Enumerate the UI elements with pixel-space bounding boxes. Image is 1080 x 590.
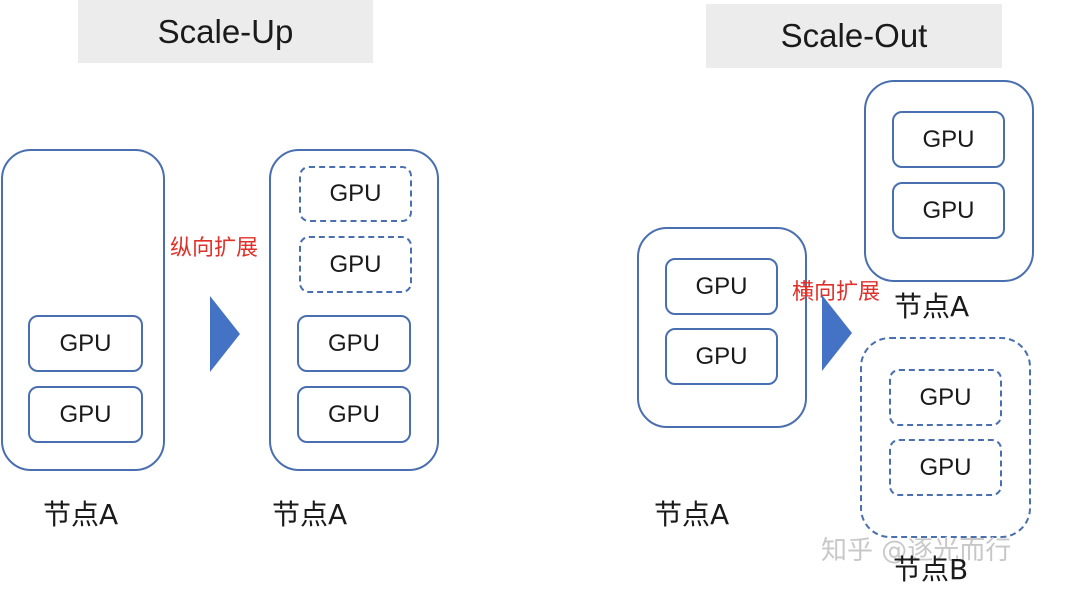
gpu-box-added: GPU: [889, 369, 1002, 426]
gpu-box: GPU: [892, 182, 1005, 239]
node-a-label: 节点A: [654, 498, 730, 531]
gpu-box: GPU: [665, 328, 778, 385]
node-a-label: 节点A: [43, 498, 119, 531]
node-a-label: 节点A: [272, 498, 348, 531]
node-b-label: 节点B: [893, 553, 969, 586]
gpu-box-added: GPU: [299, 166, 412, 222]
scale-up-title: Scale-Up: [78, 0, 373, 63]
node-a-label: 节点A: [894, 290, 970, 323]
gpu-box: GPU: [28, 386, 143, 443]
gpu-box: GPU: [892, 111, 1005, 168]
right-arrow-icon: [210, 296, 240, 372]
scale-out-title: Scale-Out: [706, 4, 1002, 68]
gpu-box: GPU: [665, 258, 778, 315]
gpu-box-added: GPU: [299, 236, 412, 293]
gpu-box: GPU: [28, 315, 143, 372]
gpu-box: GPU: [297, 315, 411, 372]
right-arrow-icon: [822, 295, 852, 371]
watermark: 知乎 @逐光而行: [821, 536, 1012, 566]
scale-out-node-b: [860, 337, 1031, 538]
vertical-scaling-label: 纵向扩展: [170, 236, 259, 261]
gpu-box: GPU: [297, 386, 411, 443]
scale-out-node-a: [864, 80, 1034, 282]
gpu-box-added: GPU: [889, 439, 1002, 496]
